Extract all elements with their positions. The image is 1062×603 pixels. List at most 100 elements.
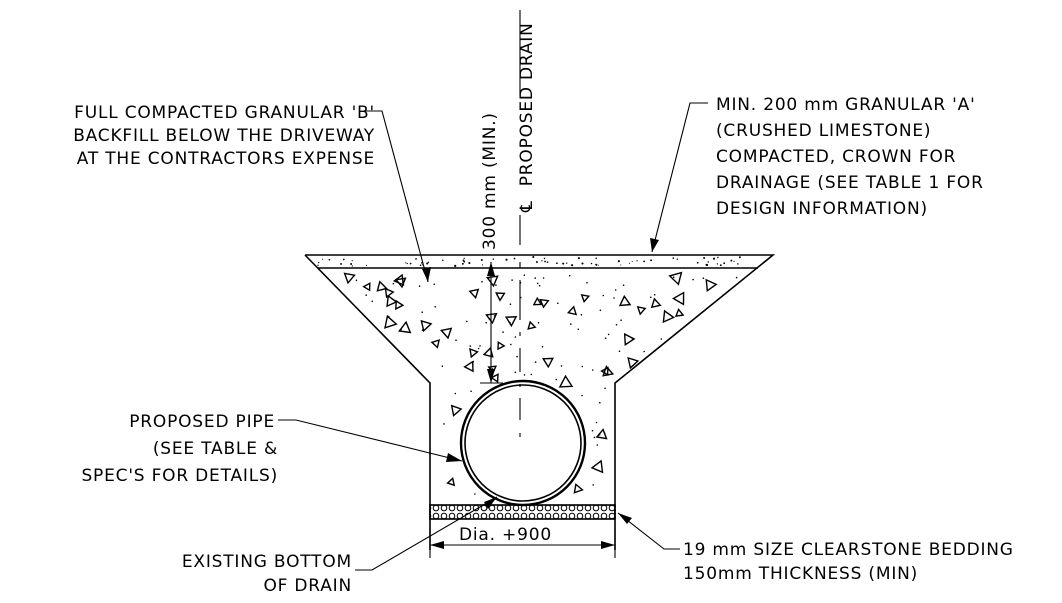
backfill-speck (596, 444, 599, 446)
backfill-speck (509, 321, 511, 324)
granular-speck (480, 259, 483, 261)
granular-speck (419, 264, 422, 266)
granular-speck (719, 264, 722, 267)
backfill-speck (541, 346, 544, 348)
backfill-speck (537, 322, 540, 324)
proposed-pipe-inner (464, 384, 582, 502)
aggregate-mark (497, 340, 506, 351)
aggregate-mark (674, 308, 685, 317)
backfill-speck (495, 284, 497, 286)
aggregate-mark (558, 374, 574, 388)
aggregate-mark (671, 291, 685, 306)
backfill-speck (607, 333, 610, 336)
granular-speck (468, 261, 471, 265)
granular-speck (672, 257, 675, 259)
backfill-speck (660, 338, 663, 340)
aggregate-mark (627, 356, 640, 370)
granular-speck (628, 262, 631, 264)
aggregate-mark (376, 280, 388, 292)
aggregate-mark (541, 357, 554, 369)
trench-outline (304, 254, 776, 550)
granular-speck (733, 260, 735, 262)
granular-speck (513, 257, 516, 260)
backfill-speck (418, 285, 421, 287)
backfill-speck (604, 387, 606, 390)
backfill-speck (472, 360, 475, 363)
pipe-note: PROPOSED PIPE (SEE TABLE & SPEC'S FOR DE… (81, 412, 277, 486)
granular-speck (426, 262, 429, 265)
backfill-speck (631, 338, 634, 340)
backfill-note-line: FULL COMPACTED GRANULAR 'B' (74, 103, 375, 123)
width-dimension-label: Dia. +900 (459, 525, 552, 545)
backfill-speck (523, 274, 526, 277)
backfill-speck (614, 289, 617, 291)
granular-speck (556, 262, 558, 265)
backfill-speck (479, 345, 481, 347)
backfill-leader (365, 110, 431, 283)
aggregate-mark (595, 428, 608, 440)
granular-speck (620, 264, 622, 266)
bedding-note-line: 19 mm SIZE CLEARSTONE BEDDING (683, 540, 1014, 560)
backfill-speck (534, 361, 537, 363)
granular-speck (617, 260, 620, 263)
aggregate-mark (527, 320, 537, 330)
granular-speck (351, 260, 353, 262)
backfill-speck (400, 328, 402, 331)
backfill-speck (613, 297, 615, 299)
backfill-speck (580, 314, 583, 316)
backfill-speck (593, 436, 596, 439)
backfill-speck (560, 365, 563, 367)
backfill-speck (392, 282, 395, 285)
backfill-speck (454, 392, 457, 395)
backfill-speck (469, 345, 472, 347)
granular-speck (406, 262, 408, 265)
granular-a-note: MIN. 200 mm GRANULAR 'A' (CRUSHED LIMEST… (716, 95, 983, 219)
aggregate-mark (392, 273, 405, 286)
backfill-speck (523, 374, 526, 376)
granular-speck (532, 255, 535, 259)
granular-speck (723, 262, 726, 265)
backfill-speck (672, 276, 675, 279)
granular-speck (318, 261, 320, 264)
backfill-speck (591, 429, 594, 432)
granular-speck (463, 257, 465, 260)
granular-speck (636, 260, 638, 262)
cover-dimension-label: 300 mm (MIN.) (480, 112, 500, 250)
aggregate-mark (450, 404, 463, 417)
backfill-speck (510, 343, 512, 346)
granular-speck (738, 256, 741, 259)
backfill-speck (488, 318, 491, 320)
backfill-speck (530, 373, 533, 376)
backfill-speck (434, 306, 437, 308)
granular-speck (365, 264, 368, 266)
backfill-speck (615, 324, 618, 326)
backfill-speck (488, 277, 490, 279)
granular-speck (405, 262, 407, 264)
backfill-note-line: BACKFILL BELOW THE DRIVEWAY (73, 126, 375, 146)
backfill-speck (534, 277, 536, 279)
granular-a-note-line: DESIGN INFORMATION) (716, 199, 928, 219)
granular-speck (717, 256, 719, 259)
aggregate-mark (566, 305, 578, 316)
bottom-note-line: EXISTING BOTTOM (182, 552, 352, 572)
granular-a-leader (650, 102, 708, 253)
aggregate-mark (446, 477, 456, 487)
backfill-speck (365, 294, 368, 296)
granular-speck (409, 262, 412, 265)
granular-speck (454, 264, 457, 267)
backfill-speck (622, 284, 625, 287)
aggregate-mark (623, 332, 636, 346)
backfill-speck (441, 365, 444, 368)
aggregate-mark (636, 305, 647, 316)
aggregate-mark (468, 288, 480, 300)
granular-speck (676, 258, 679, 260)
granular-speck (462, 259, 465, 262)
granular-speck (597, 264, 599, 266)
backfill-speck (466, 320, 468, 323)
aggregate-mark (532, 296, 543, 306)
backfill-speck (433, 283, 436, 286)
aggregate-mark (430, 339, 441, 349)
backfill-speck (455, 339, 457, 342)
backfill-speck (692, 278, 694, 281)
